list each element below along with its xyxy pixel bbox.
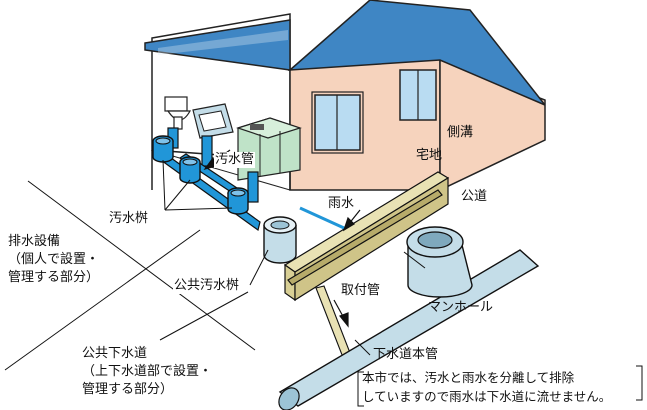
label-sewage-basin: 汚水桝 bbox=[108, 211, 150, 227]
label-public-sewage-basin: 公共汚水桝 bbox=[173, 278, 241, 294]
manhole bbox=[406, 226, 473, 298]
sink bbox=[192, 103, 234, 139]
pointer-arrows bbox=[203, 149, 361, 328]
note-block: 本市では、汚水と雨水を分離して排除 していますので雨水は下水道に流せません。 bbox=[362, 368, 640, 406]
drainage-facility-title: 排水設備 bbox=[8, 234, 61, 249]
note-bracket-right bbox=[636, 365, 643, 401]
public-sewage-basin bbox=[263, 216, 297, 264]
public-sewer-block: 公共下水道 （上下水道部で設置・ 管理する部分） bbox=[82, 345, 212, 399]
toilet bbox=[164, 96, 192, 130]
drainage-facility-line2: 管理する部分） bbox=[8, 270, 100, 285]
label-sewer-main: 下水道本管 bbox=[373, 347, 439, 362]
label-manhole: マンホール bbox=[428, 300, 494, 315]
label-public-road: 公道 bbox=[461, 189, 488, 204]
leader-lines bbox=[162, 159, 426, 356]
label-sewage-pipe: 汚水管 bbox=[214, 152, 256, 168]
drainage-facility-block: 排水設備 （個人で設置・ 管理する部分） bbox=[8, 233, 99, 287]
label-takuchi: 宅地 bbox=[416, 148, 443, 163]
note-line2: していますので雨水は下水道に流せません。 bbox=[362, 389, 612, 404]
label-toritsuke-pipe: 取付管 bbox=[341, 283, 381, 298]
public-sewer-title: 公共下水道 bbox=[82, 346, 148, 361]
boundary-lines bbox=[4, 180, 256, 371]
public-sewer-line2: 管理する部分） bbox=[82, 382, 174, 397]
drainage-facility-line1: （個人で設置・ bbox=[8, 252, 100, 267]
gutter bbox=[283, 171, 450, 302]
window-left-frame bbox=[311, 91, 364, 154]
note-line1: 本市では、汚水と雨水を分離して排除 bbox=[362, 370, 575, 385]
note-bracket bbox=[357, 371, 364, 407]
public-sewer-line1: （上下水道部で設置・ bbox=[82, 364, 213, 379]
kitchen-unit bbox=[236, 117, 302, 181]
label-rainwater: 雨水 bbox=[327, 196, 356, 212]
label-sokko: 側溝 bbox=[447, 125, 474, 140]
house-roof-main bbox=[287, 0, 546, 106]
